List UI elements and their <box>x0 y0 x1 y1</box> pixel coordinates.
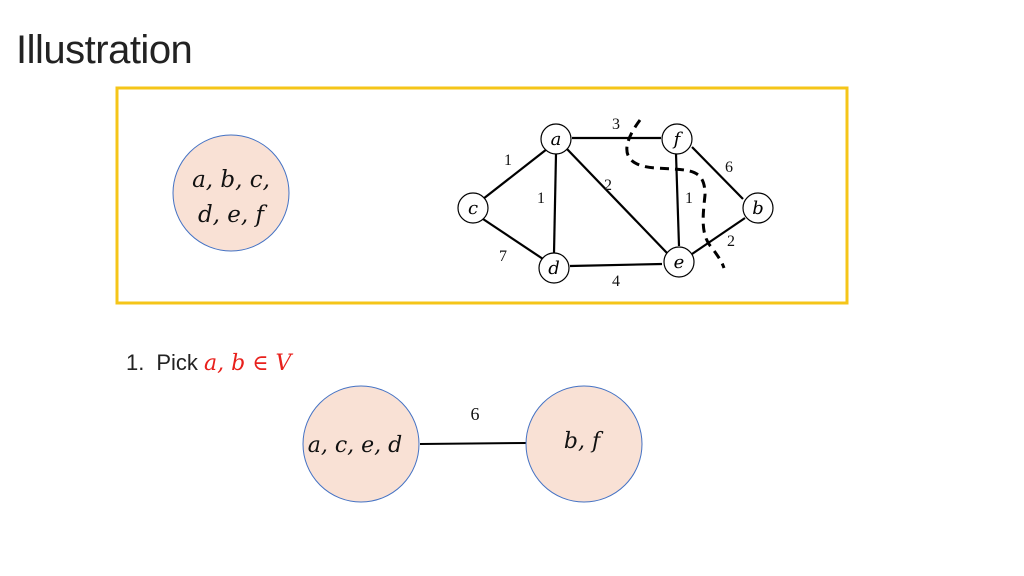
node-a-label: a <box>551 129 562 150</box>
node-c: c <box>457 192 489 224</box>
weight-c-d: 7 <box>499 248 507 265</box>
result-right-node: b, f <box>525 385 643 503</box>
step-instruction: 1. Pick a, b ∈ V <box>126 350 291 376</box>
merged-node-circle <box>172 134 290 252</box>
weight-a-e: 2 <box>604 177 612 194</box>
weight-a-f: 3 <box>612 116 620 133</box>
weight-f-b: 6 <box>725 159 733 176</box>
edge-a-d <box>552 153 558 254</box>
edge-c-d <box>482 218 544 260</box>
weight-a-c: 1 <box>504 152 512 169</box>
edge-d-e <box>569 262 663 268</box>
node-d-label: d <box>548 258 560 279</box>
weight-a-d: 1 <box>537 190 545 207</box>
node-b: b <box>742 192 774 224</box>
graph-edges <box>482 136 746 268</box>
node-b-label: b <box>752 198 764 219</box>
slide-title: Illustration <box>16 28 193 72</box>
result-edge <box>419 442 527 445</box>
result-edge-weight: 6 <box>471 404 480 424</box>
node-d: d <box>538 252 570 284</box>
weight-f-e: 1 <box>685 190 693 207</box>
graph-nodes: a f c b d e <box>457 123 774 284</box>
node-f: f <box>661 123 693 155</box>
result-left-label: a, c, e, d <box>308 433 403 458</box>
step-number: 1. <box>126 350 145 375</box>
weight-e-b: 2 <box>727 233 735 250</box>
edge-a-c <box>482 148 548 200</box>
step-highlight: a, b ∈ V <box>204 351 292 376</box>
edge-e-b <box>691 217 746 255</box>
edge-a-e <box>566 148 668 254</box>
step-text: Pick <box>156 350 198 375</box>
node-e-label: e <box>674 252 685 273</box>
node-e: e <box>663 246 695 278</box>
edge-f-b <box>691 146 744 200</box>
merged-node: a, b, c, d, e, f <box>172 134 290 252</box>
highlight-frame <box>115 86 849 305</box>
weight-d-e: 4 <box>612 273 620 290</box>
edge-weights: 3 1 1 2 1 6 7 4 2 <box>499 116 735 290</box>
node-c-label: c <box>468 198 478 219</box>
node-a: a <box>540 123 572 155</box>
result-right-label: b, f <box>564 429 604 454</box>
merged-node-label-line1: a, b, c, <box>192 167 270 193</box>
merged-node-label-line2: d, e, f <box>198 202 268 228</box>
cut-line <box>625 119 726 269</box>
result-left-node: a, c, e, d <box>302 385 420 503</box>
